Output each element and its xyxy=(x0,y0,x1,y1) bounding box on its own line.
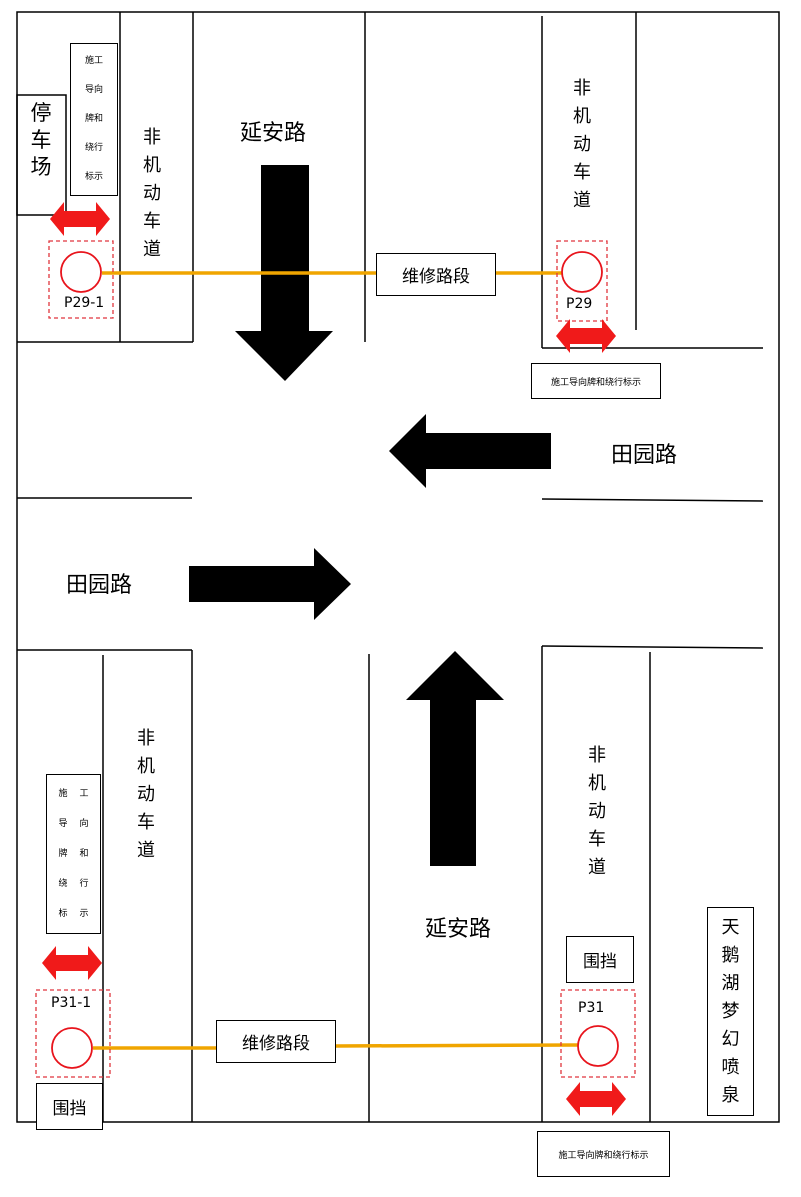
guide-sign-char: 施 xyxy=(58,789,68,799)
non-motor-lane-label-bl: 非 机 动 车 道 xyxy=(134,725,158,865)
double-arrow-bl xyxy=(42,946,102,980)
lane-char: 非 xyxy=(588,745,606,766)
parking-label: 停 车 场 xyxy=(24,100,58,181)
arrow-up xyxy=(406,651,504,866)
lane-char: 车 xyxy=(143,211,161,232)
road-edge xyxy=(541,645,764,649)
road-name-yanan-bottom: 延安路 xyxy=(425,917,492,942)
repair-label-top: 维修路段 xyxy=(376,253,496,296)
repair-text: 维修路段 xyxy=(402,267,470,287)
guide-sign-line: 导向 xyxy=(84,85,103,95)
guide-sign-bottom-right: 施工导向牌和绕行标示 xyxy=(537,1131,670,1177)
pole-p31-1 xyxy=(51,1027,93,1069)
road-name-tianyuan-left: 田园路 xyxy=(66,573,133,598)
pole-area-p31 xyxy=(560,989,636,1078)
non-motor-lane-label-tl: 非 机 动 车 道 xyxy=(140,124,164,264)
guide-sign-row: 导向 xyxy=(58,809,88,839)
lane-char: 非 xyxy=(573,78,591,99)
guide-sign-line: 牌和 xyxy=(84,114,103,124)
pole-label-p31: P31 xyxy=(578,1000,605,1016)
guide-sign-top-left: 施工 导向 牌和 绕行 标示 xyxy=(70,43,118,196)
barrier-text: 围挡 xyxy=(52,1099,87,1119)
lane-char: 道 xyxy=(573,190,591,211)
lane-char: 动 xyxy=(573,134,591,155)
fountain-char: 梦 xyxy=(721,1000,740,1022)
fountain-label: 天 鹅 湖 梦 幻 喷 泉 xyxy=(707,907,754,1116)
repair-label-bottom: 维修路段 xyxy=(216,1020,336,1063)
lane-char: 动 xyxy=(143,183,161,204)
lane-char: 道 xyxy=(137,840,155,861)
lane-char: 道 xyxy=(143,239,161,260)
non-motor-lane-label-br: 非 机 动 车 道 xyxy=(585,742,609,882)
lane-char: 非 xyxy=(137,728,155,749)
barrier-right: 围挡 xyxy=(566,936,634,983)
repair-text: 维修路段 xyxy=(242,1034,310,1054)
guide-sign-line: 标示 xyxy=(84,172,103,182)
arrow-left xyxy=(389,414,551,488)
guide-sign-char: 牌 xyxy=(58,849,68,859)
fountain-char: 幻 xyxy=(721,1028,740,1050)
road-name-tianyuan-right: 田园路 xyxy=(611,443,678,468)
guide-sign-top-right: 施工导向牌和绕行标示 xyxy=(531,363,661,399)
pole-p31 xyxy=(577,1025,619,1067)
lane-char: 非 xyxy=(143,127,161,148)
fountain-char: 鹅 xyxy=(721,944,740,966)
lane-char: 车 xyxy=(588,829,606,850)
guide-sign-char: 示 xyxy=(79,909,89,919)
pole-area-p31-1 xyxy=(35,989,111,1078)
double-arrow-br xyxy=(566,1082,626,1116)
guide-sign-char: 工 xyxy=(79,789,89,799)
fountain-char: 喷 xyxy=(721,1056,740,1078)
guide-sign-text: 施工导向牌和绕行标示 xyxy=(558,1150,649,1161)
fountain-char: 湖 xyxy=(721,972,740,994)
guide-sign-bottom-left: 施工 导向 牌和 绕行 标示 xyxy=(46,774,101,934)
lane-char: 动 xyxy=(137,784,155,805)
guide-sign-text: 施工导向牌和绕行标示 xyxy=(550,377,641,388)
non-motor-lane-label-tr: 非 机 动 车 道 xyxy=(570,75,594,215)
guide-sign-char: 向 xyxy=(79,819,89,829)
guide-sign-row: 施工 xyxy=(58,779,88,809)
double-arrow-tl xyxy=(50,202,110,236)
arrow-right xyxy=(189,548,351,620)
guide-sign-char: 导 xyxy=(58,819,68,829)
parking-char: 停 xyxy=(30,101,52,125)
barrier-left: 围挡 xyxy=(36,1083,103,1130)
guide-sign-char: 行 xyxy=(79,879,89,889)
guide-sign-char: 绕 xyxy=(58,879,68,889)
guide-sign-char: 和 xyxy=(79,849,89,859)
parking-box xyxy=(16,94,67,216)
pole-label-p29-1: P29-1 xyxy=(64,295,105,311)
lane-char: 机 xyxy=(588,773,606,794)
guide-sign-char: 标 xyxy=(58,909,68,919)
road-name-yanan-top: 延安路 xyxy=(240,121,307,146)
lane-char: 机 xyxy=(573,106,591,127)
road-edge xyxy=(541,498,764,502)
guide-sign-line: 施工 xyxy=(84,56,103,66)
guide-sign-row: 绕行 xyxy=(58,869,88,899)
outer-border xyxy=(16,11,780,1123)
fountain-char: 泉 xyxy=(721,1084,740,1106)
parking-char: 场 xyxy=(30,155,52,179)
guide-sign-line: 绕行 xyxy=(84,143,103,153)
barrier-text: 围挡 xyxy=(583,952,617,972)
pole-label-p31-1: P31-1 xyxy=(51,995,92,1011)
lane-char: 动 xyxy=(588,801,606,822)
lane-char: 车 xyxy=(137,812,155,833)
lane-char: 车 xyxy=(573,162,591,183)
pole-p29-1 xyxy=(60,251,102,293)
parking-char: 车 xyxy=(30,128,52,152)
guide-sign-row: 牌和 xyxy=(58,839,88,869)
lane-char: 道 xyxy=(588,857,606,878)
pole-area-p29 xyxy=(556,240,608,322)
repair-line-bottom xyxy=(335,1043,579,1048)
pole-label-p29: P29 xyxy=(566,296,593,312)
guide-sign-row: 标示 xyxy=(58,899,88,929)
pole-p29 xyxy=(561,251,603,293)
lane-char: 机 xyxy=(137,756,155,777)
pole-area-p29-1 xyxy=(48,240,114,319)
fountain-char: 天 xyxy=(721,916,740,938)
lane-char: 机 xyxy=(143,155,161,176)
